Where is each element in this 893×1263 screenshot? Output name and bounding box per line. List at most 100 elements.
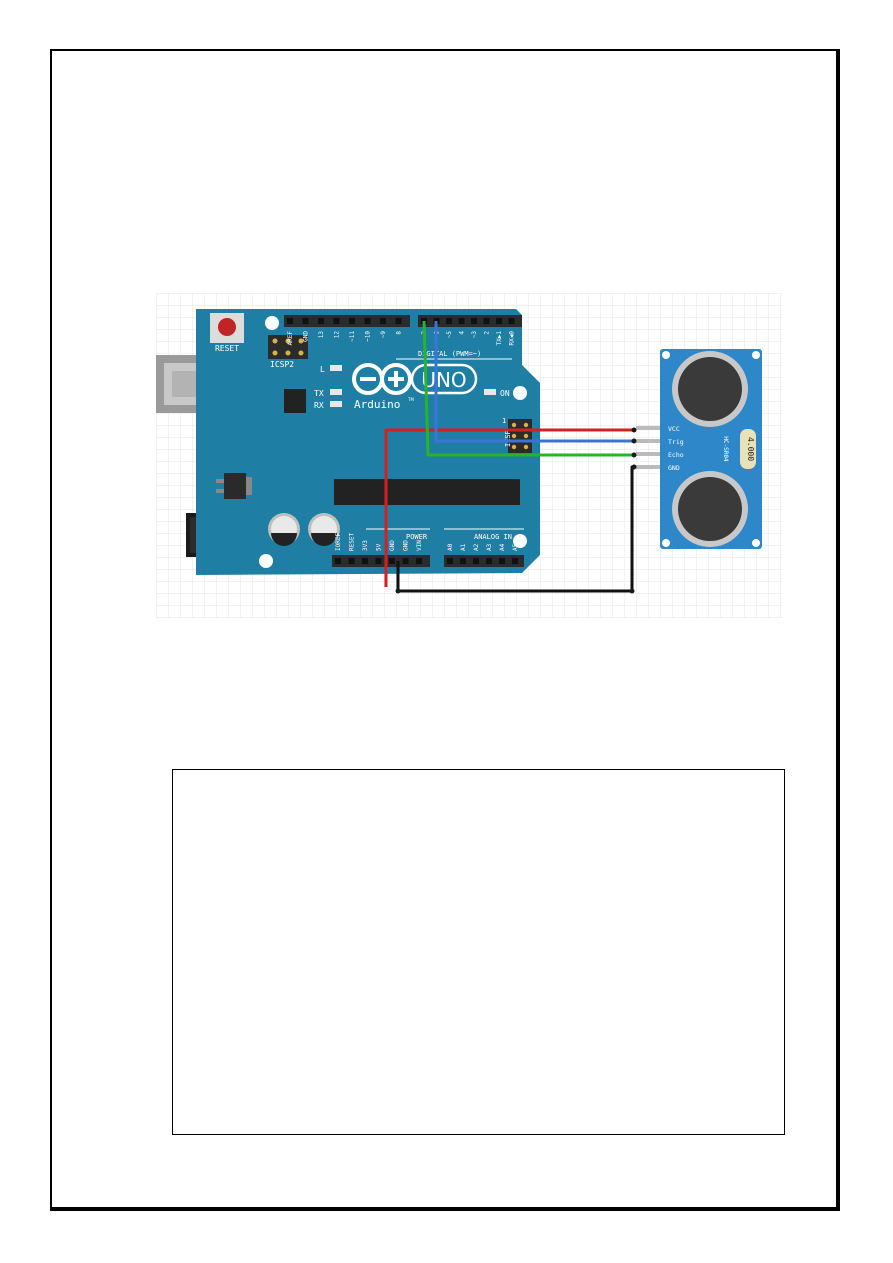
pin-label: 4 (459, 331, 466, 335)
pin-label: ~11 (349, 331, 356, 342)
sensor-crystal-label: 4.000 (746, 437, 755, 461)
pin-label: 8 (396, 331, 403, 335)
wire-echo (422, 320, 634, 457)
usb-chip (284, 389, 306, 413)
digital-label: DIGITAL (PWM=~) (418, 350, 481, 358)
led-l (330, 365, 342, 371)
pin-label: VIN (416, 540, 423, 551)
capacitor (308, 513, 340, 546)
led-rx (330, 401, 342, 407)
pin-label: GND (389, 540, 396, 551)
header-pin (333, 318, 340, 324)
pin-label: 5V (376, 543, 383, 551)
header-pin (447, 558, 453, 564)
header-pin (458, 318, 465, 324)
trademark-label: TM (407, 397, 414, 402)
led-on (484, 389, 496, 395)
pin-label: A3 (486, 543, 493, 551)
header-pin (302, 318, 309, 324)
pin-label: ~3 (471, 331, 478, 339)
sensor-pin-label: VCC (668, 425, 680, 433)
mounting-hole (513, 534, 527, 548)
pin-label: 13 (318, 331, 325, 339)
pin-label: RESET (349, 533, 356, 551)
sensor-pin-label: Echo (668, 451, 684, 459)
reset-button[interactable] (210, 313, 244, 343)
header-pin (460, 558, 466, 564)
arduino-board (196, 309, 540, 575)
header-pin (348, 558, 355, 564)
icsp-header (508, 419, 532, 453)
sensor-pin-label: GND (668, 464, 680, 472)
header-pin (349, 318, 355, 324)
pin-label: A4 (499, 543, 506, 551)
header-pin (380, 318, 386, 324)
sensor-pin-label: Trig (668, 438, 684, 446)
header-pin (402, 558, 409, 564)
wire-vcc (384, 428, 634, 587)
header-pin (395, 318, 402, 324)
header-pin (335, 558, 341, 564)
led-l-label: L (320, 365, 325, 374)
pin-label: TX▶1 (496, 331, 503, 346)
header-pin (362, 558, 368, 564)
header-pin (512, 558, 518, 564)
pin-label: IOREF (335, 533, 342, 551)
pin-label: AREF (287, 331, 294, 346)
pin-label: GND (303, 331, 310, 342)
pin-label: ~9 (380, 331, 387, 339)
led-tx-label: TX (314, 389, 324, 398)
analog-label: ANALOG IN (474, 533, 512, 541)
pin-label: A0 (447, 543, 454, 551)
brand-label: Arduino (354, 398, 400, 411)
pin-label: 12 (334, 331, 341, 339)
hc-sr04-sensor (660, 349, 762, 549)
header-pin (486, 558, 492, 564)
pin-label: RX◀0 (509, 331, 516, 346)
header-pin (471, 318, 477, 324)
pin-label: 2 (484, 331, 491, 335)
arduino-logo (352, 363, 478, 395)
voltage-regulator (216, 473, 252, 499)
power-label: POWER (406, 533, 428, 541)
header-pin (473, 558, 479, 564)
capacitor (268, 513, 300, 546)
pin-label: A1 (460, 543, 467, 551)
mounting-hole (513, 386, 527, 400)
pin-label: ~5 (446, 331, 453, 339)
sensor-model-label: HC-SR04 (722, 436, 729, 462)
mounting-hole (259, 554, 273, 568)
uno-logo-text: UNO (421, 368, 466, 392)
header-pin (416, 558, 422, 564)
icsp-pin1-label: 1 (502, 417, 506, 425)
atmega-chip (334, 479, 520, 505)
digital-header-left (284, 315, 410, 327)
code-box (172, 769, 785, 1135)
header-pin (389, 558, 395, 564)
header-pin (364, 318, 371, 324)
reset-label: RESET (215, 344, 239, 353)
wire-trig (434, 321, 634, 443)
sensor-pin-headers (636, 426, 660, 469)
page-border (50, 49, 840, 1211)
header-pin (499, 558, 505, 564)
header-pin (287, 318, 293, 324)
pin-label: GND (403, 540, 410, 551)
led-rx-label: RX (314, 401, 324, 410)
pin-label: 3V3 (362, 540, 369, 551)
header-pin (496, 318, 502, 324)
icsp2-label: ICSP2 (270, 360, 294, 369)
icsp-label: ICSP (504, 430, 512, 447)
header-pin (375, 558, 382, 564)
icsp2-header (268, 335, 308, 359)
header-pin (446, 318, 452, 324)
mounting-hole (265, 316, 279, 330)
pin-label: ~10 (365, 331, 372, 342)
led-tx (330, 389, 342, 395)
pin-label: A5 (512, 543, 519, 551)
pin-label: A2 (473, 543, 480, 551)
header-pin (483, 318, 490, 324)
led-on-label: ON (500, 389, 510, 398)
wiring-diagram: RESET ICSP2 L TX RX ON (156, 293, 782, 618)
header-pin (318, 318, 324, 324)
